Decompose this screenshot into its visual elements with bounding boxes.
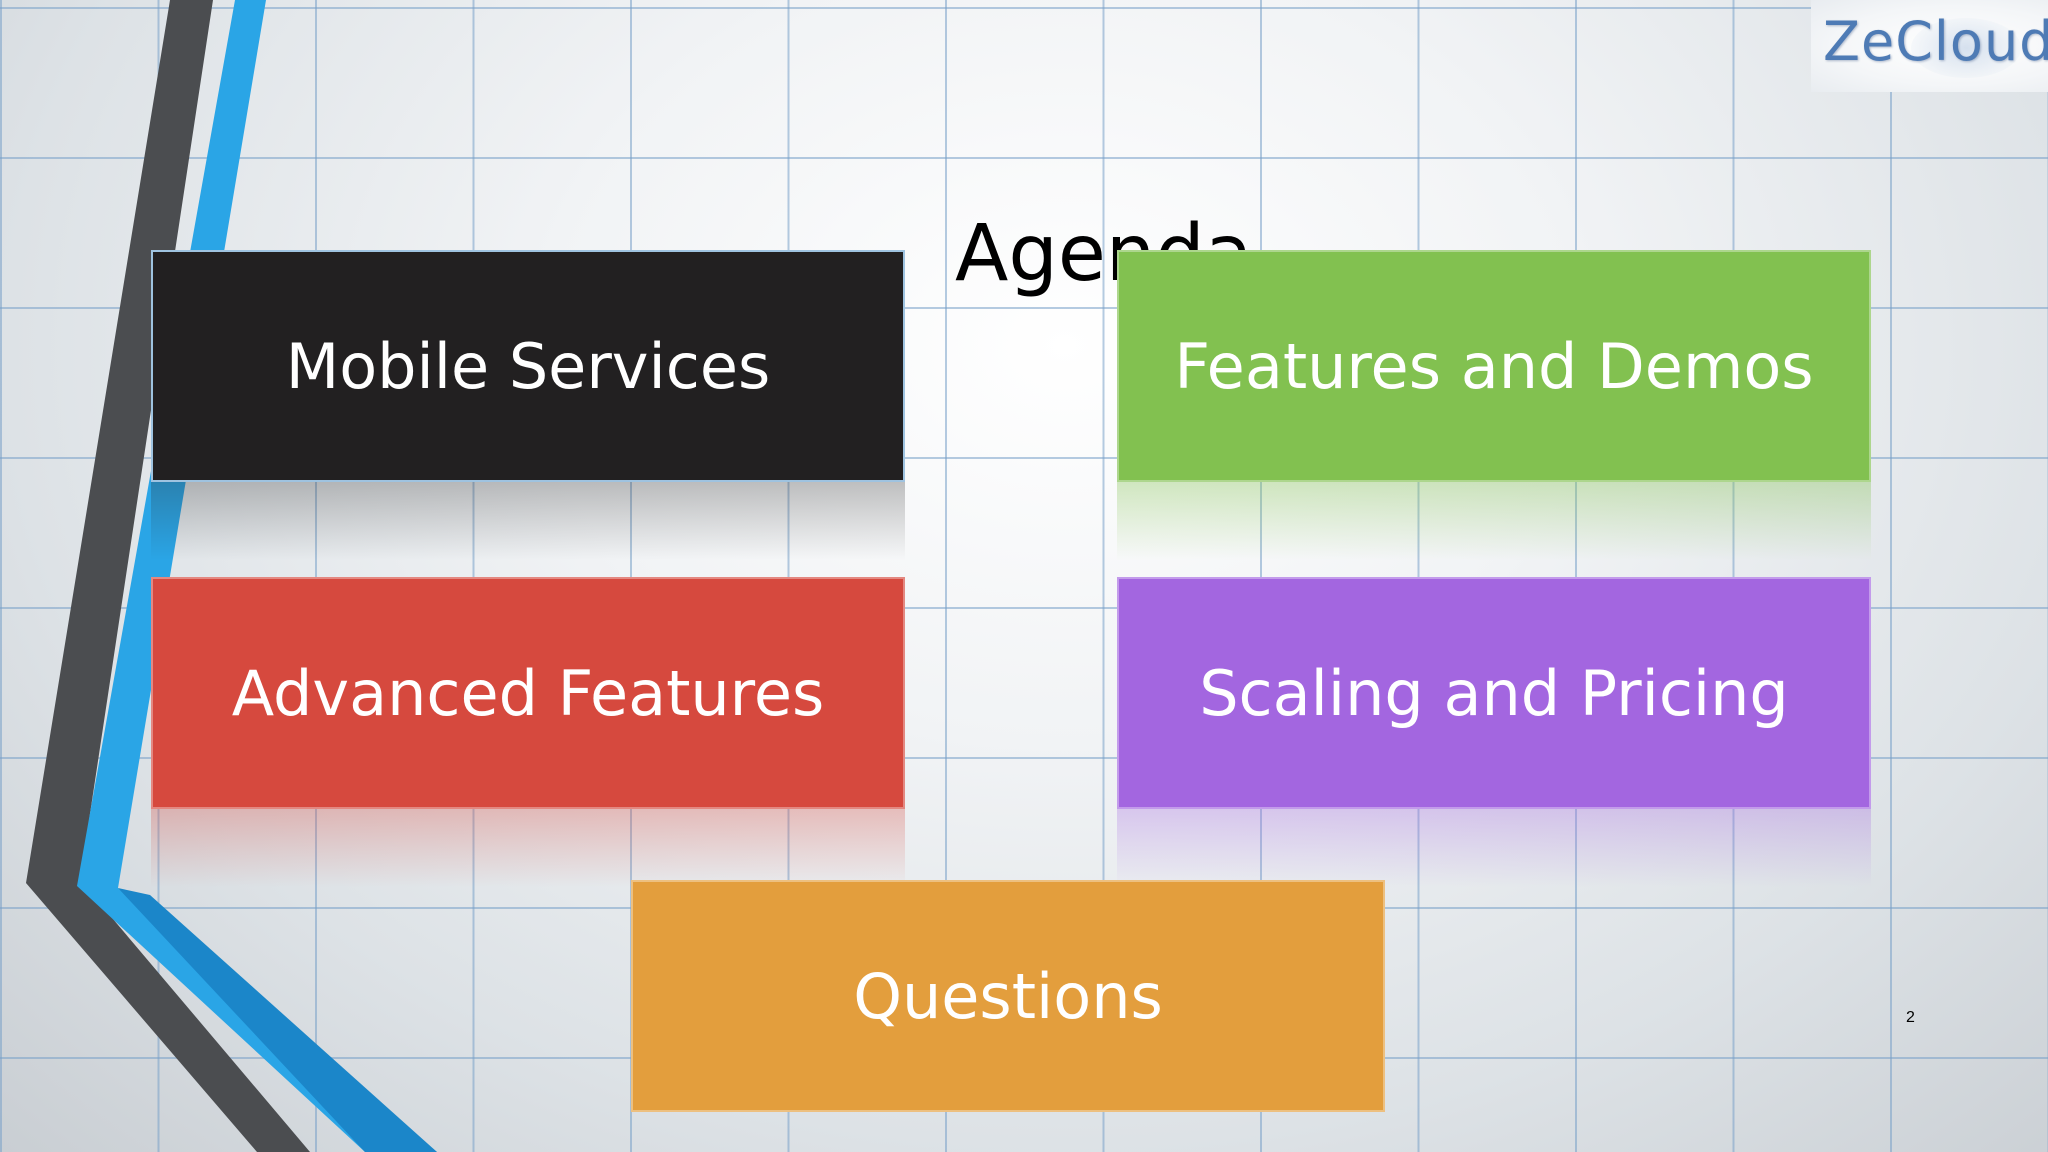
gray-stripe	[26, 0, 310, 1152]
zecloud-logo: ZeCloud	[1811, 0, 2048, 92]
page-number: 2	[1906, 1009, 1915, 1026]
agenda-tile-advanced-features[interactable]: Advanced Features	[151, 577, 905, 809]
blue-stripe	[77, 0, 437, 1152]
tile-label: Advanced Features	[231, 656, 825, 730]
tile-label: Mobile Services	[285, 329, 771, 403]
agenda-tile-questions[interactable]: Questions	[631, 880, 1385, 1112]
agenda-tile-scaling-and-pricing[interactable]: Scaling and Pricing	[1117, 577, 1871, 809]
cloud-icon	[1911, 18, 2021, 78]
tile-label: Questions	[853, 959, 1163, 1033]
agenda-tile-mobile-services[interactable]: Mobile Services	[151, 250, 905, 482]
tile-label: Scaling and Pricing	[1199, 656, 1789, 730]
tile-label: Features and Demos	[1174, 329, 1814, 403]
agenda-tile-features-and-demos[interactable]: Features and Demos	[1117, 250, 1871, 482]
logo-text: ZeCloud	[1823, 10, 2048, 73]
blue-sweep	[118, 888, 437, 1152]
